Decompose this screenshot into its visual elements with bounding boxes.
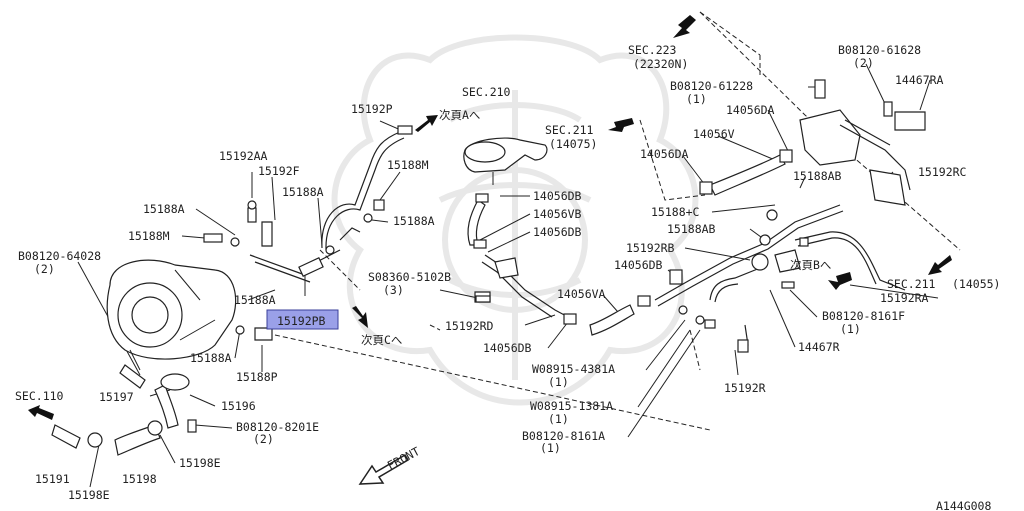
label-14075: (14075) [549, 137, 597, 151]
label-15196[interactable]: 15196 [221, 399, 256, 413]
label-15188a-3[interactable]: 15188A [393, 214, 435, 228]
label-14056db-1[interactable]: 14056DB [533, 189, 582, 203]
label-22320n: (22320N) [633, 57, 688, 71]
arrow-sec110 [28, 405, 54, 420]
leader-lines [77, 63, 939, 488]
label-14056db-2[interactable]: 14056DB [533, 225, 582, 239]
water-pipe-15192p [321, 125, 413, 255]
water-pipes-right [654, 204, 906, 353]
label-w08915-1381a[interactable]: W08915-1381A [530, 399, 613, 413]
label-b08120-8161f[interactable]: B08120-8161F [822, 309, 905, 323]
label-sec210[interactable]: SEC.210 [462, 85, 511, 99]
label-15192aa[interactable]: 15192AA [219, 149, 268, 163]
label-s08360-5102b[interactable]: S08360-5102B [368, 270, 451, 284]
label-14467ra[interactable]: 14467RA [895, 73, 944, 87]
label-b08120-61628[interactable]: B08120-61628 [838, 43, 921, 57]
label-15191[interactable]: 15191 [35, 472, 70, 486]
label-next-a[interactable]: 次頁Aへ [439, 108, 480, 122]
label-15188c[interactable]: 15188+C [651, 205, 700, 219]
label-15188m-left[interactable]: 15188M [128, 229, 170, 243]
label-15192pb[interactable]: 15192PB [277, 314, 326, 328]
arrow-sec223 [673, 15, 696, 38]
label-15197[interactable]: 15197 [99, 390, 134, 404]
arrow-sec211-upper [608, 118, 634, 132]
label-15192rd[interactable]: 15192RD [445, 319, 494, 333]
label-15192rc[interactable]: 15192RC [918, 165, 967, 179]
arrow-next-c [352, 306, 368, 328]
label-15192rb[interactable]: 15192RB [626, 241, 675, 255]
fasteners [475, 237, 809, 329]
label-qty-3: (3) [383, 283, 404, 297]
label-15198[interactable]: 15198 [122, 472, 157, 486]
label-14056da-mid[interactable]: 14056DA [640, 147, 689, 161]
water-outlet-sec210 [463, 137, 548, 185]
watermark-emblem [331, 34, 699, 406]
label-next-b[interactable]: 次頁Bへ [790, 258, 831, 272]
label-sec110[interactable]: SEC.110 [15, 389, 64, 403]
label-qty-1e: (1) [540, 441, 561, 455]
label-qty-1c: (1) [548, 375, 569, 389]
label-b08120-8161a[interactable]: B08120-8161A [522, 429, 605, 443]
label-15192p[interactable]: 15192P [351, 102, 393, 116]
label-qty-2b: (2) [34, 262, 55, 276]
label-15188ab-top[interactable]: 15188AB [793, 169, 842, 183]
highlight-box-15192pb[interactable] [266, 309, 339, 330]
label-14467r[interactable]: 14467R [798, 340, 840, 354]
figure-code: A144G008 [936, 499, 991, 511]
intake-hoses-bottom [51, 373, 197, 456]
label-15188a-4[interactable]: 15188A [234, 293, 276, 307]
arrow-sec211-lower [928, 255, 952, 275]
turbocharger [106, 259, 237, 389]
label-qty-2a: (2) [853, 56, 874, 70]
label-sec211-upper[interactable]: SEC.211 [545, 123, 594, 137]
label-15188p[interactable]: 15188P [236, 370, 278, 384]
label-15188a-2[interactable]: 15188A [143, 202, 185, 216]
label-front: FRONT [385, 444, 422, 473]
label-15188a-5[interactable]: 15188A [190, 351, 232, 365]
label-15198e-left[interactable]: 15198E [68, 488, 110, 502]
reference-lines [274, 11, 961, 431]
label-14056va[interactable]: 14056VA [557, 287, 606, 301]
label-15192ra[interactable]: 15192RA [880, 291, 929, 305]
water-hoses-top-right [699, 79, 926, 206]
label-next-c[interactable]: 次頁Cへ [361, 333, 402, 347]
label-qty-1a: (1) [686, 92, 707, 106]
label-qty-1d: (1) [548, 412, 569, 426]
label-b08120-61228[interactable]: B08120-61228 [670, 79, 753, 93]
label-15192r[interactable]: 15192R [724, 381, 766, 395]
oil-pipes-left [203, 200, 341, 341]
label-14056db-4[interactable]: 14056DB [483, 341, 532, 355]
label-15188a-1[interactable]: 15188A [282, 185, 324, 199]
label-qty-1b: (1) [840, 322, 861, 336]
front-arrow [358, 453, 410, 485]
label-14056db-3[interactable]: 14056DB [614, 258, 663, 272]
label-b08120-8201e[interactable]: B08120-8201E [236, 420, 319, 434]
arrow-next-a [415, 115, 438, 132]
label-14056da-top[interactable]: 14056DA [726, 103, 775, 117]
label-14055: (14055) [952, 277, 1000, 291]
label-sec223[interactable]: SEC.223 [628, 43, 677, 57]
label-b08120-64028[interactable]: B08120-64028 [18, 249, 101, 263]
label-14056vb[interactable]: 14056VB [533, 207, 582, 221]
arrow-next-b [828, 272, 852, 290]
label-w08915-4381a[interactable]: W08915-4381A [532, 362, 615, 376]
label-15198e-right[interactable]: 15198E [179, 456, 221, 470]
label-15188ab-mid[interactable]: 15188AB [667, 222, 716, 236]
label-14056v[interactable]: 14056V [693, 127, 735, 141]
label-15188m-top[interactable]: 15188M [387, 158, 429, 172]
label-qty-2c: (2) [253, 432, 274, 446]
label-15192f[interactable]: 15192F [258, 164, 300, 178]
label-sec211-lower[interactable]: SEC.211 [887, 277, 936, 291]
